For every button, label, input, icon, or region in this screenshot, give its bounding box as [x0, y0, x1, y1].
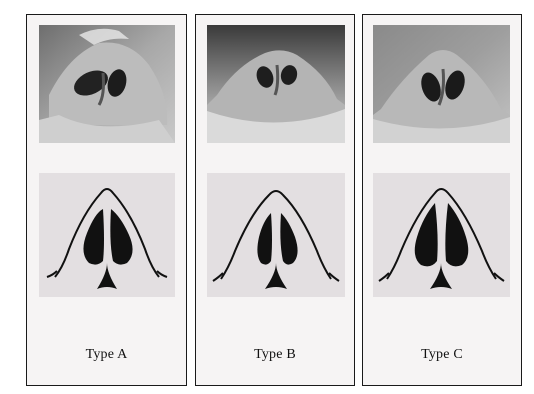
panel-type-b: Type B	[195, 14, 355, 386]
type-label: Type A	[27, 347, 186, 363]
nose-diagram-type-a	[39, 173, 175, 297]
nose-photo-type-a	[39, 25, 175, 143]
nose-photo-type-b	[207, 25, 345, 143]
nose-diagram-type-c	[373, 173, 510, 297]
type-label: Type C	[363, 347, 521, 363]
panel-type-a: Type A	[26, 14, 187, 386]
nose-diagram-type-b	[207, 173, 345, 297]
nose-photo-type-c	[373, 25, 510, 143]
panel-type-c: Type C	[362, 14, 522, 386]
type-label: Type B	[196, 347, 354, 363]
